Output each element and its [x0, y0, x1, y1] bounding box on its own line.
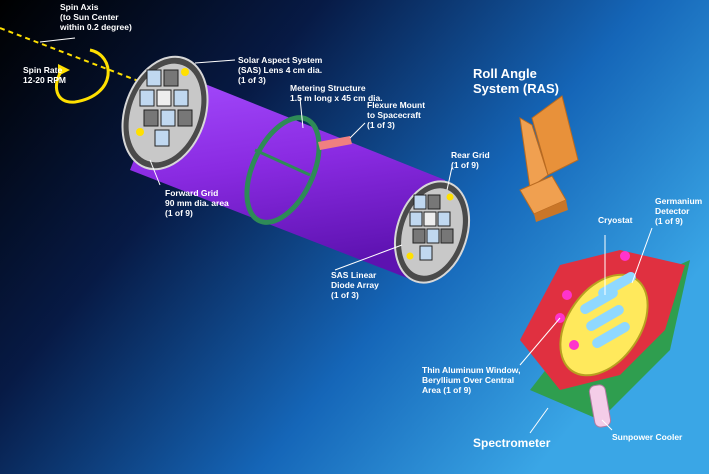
- spin-rate-label: Spin Rate 12-20 RPM: [23, 65, 66, 85]
- rear-grid-assembly: [394, 180, 470, 284]
- leader-lines: [39, 37, 653, 434]
- metering-ring: [244, 115, 322, 225]
- ras-label: Roll Angle System (RAS): [473, 66, 559, 96]
- sas-label: Solar Aspect System (SAS) Lens 4 cm dia.…: [238, 55, 323, 85]
- germanium-detector-label: Germanium Detector (1 of 9): [655, 196, 703, 226]
- flexure-mount-label: Flexure Mount to Spacecraft (1 of 3): [367, 100, 426, 130]
- rear-grid-label: Rear Grid (1 of 9): [451, 150, 490, 170]
- metering-tube: [130, 70, 445, 283]
- forward-grid-assembly: [121, 55, 209, 171]
- forward-grid-label: Forward Grid 90 mm dia. area (1 of 9): [165, 188, 229, 218]
- roll-angle-system: [519, 95, 579, 222]
- spin-arrow-head: [58, 64, 70, 76]
- sas-linear-diode-label: SAS Linear Diode Array (1 of 3): [331, 270, 379, 300]
- cryostat-label: Cryostat: [598, 215, 633, 225]
- window-label: Thin Aluminum Window, Beryllium Over Cen…: [422, 365, 521, 395]
- metering-structure-label: Metering Structure 1.5 m long x 45 cm di…: [290, 83, 383, 103]
- spin-arrow: [54, 48, 110, 104]
- spectrometer-assembly: [520, 250, 690, 428]
- spin-axis-label: Spin Axis (to Sun Center within 0.2 degr…: [60, 2, 132, 32]
- sunpower-cooler-label: Sunpower Cooler: [612, 432, 683, 442]
- spectrometer-label: Spectrometer: [473, 436, 551, 450]
- flexure-mount: [318, 136, 352, 150]
